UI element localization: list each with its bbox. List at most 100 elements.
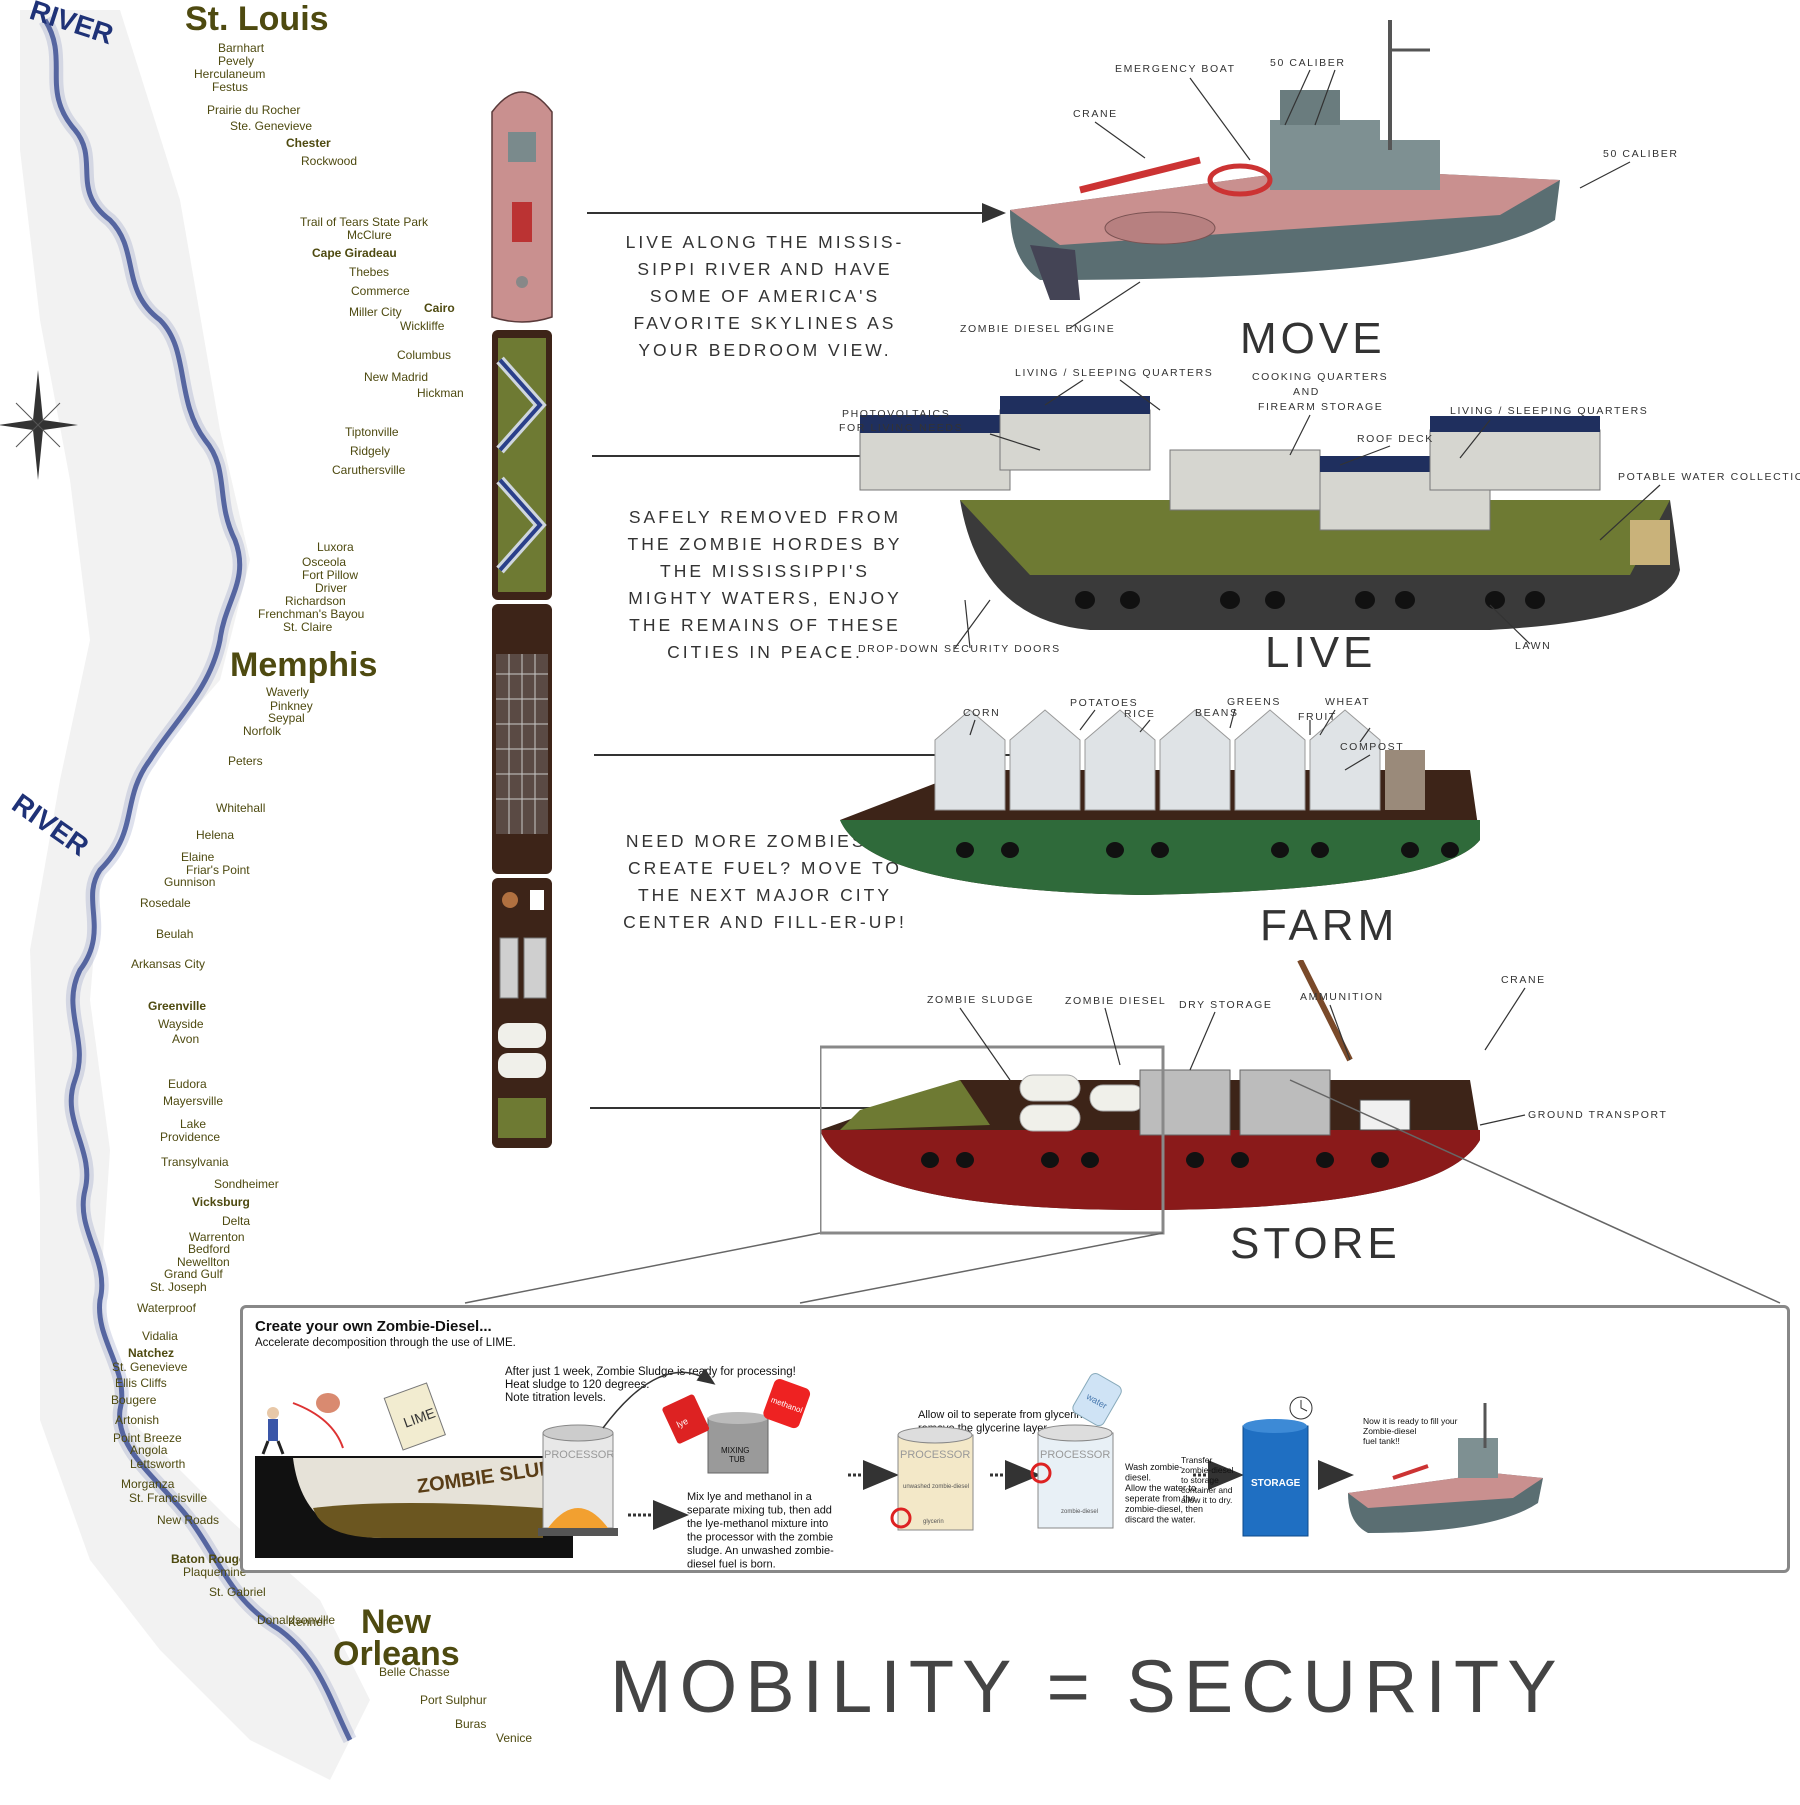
callout-label: LIVING / SLEEPING QUARTERS	[1450, 405, 1648, 417]
city-label: Caruthersville	[332, 463, 406, 477]
city-label: Bedford	[188, 1242, 230, 1256]
leader-line	[969, 719, 976, 736]
leader-line	[1359, 727, 1371, 743]
callout-label: LAWN	[1515, 640, 1551, 652]
city-label: Miller City	[349, 305, 402, 319]
city-label: Avon	[172, 1032, 199, 1046]
leader-line	[1319, 709, 1336, 736]
section-titles: Move Live Farm Store	[1230, 320, 1401, 1268]
city-label: St. Joseph	[150, 1280, 207, 1294]
title-move: Move	[1240, 320, 1386, 363]
leader-line	[1189, 77, 1251, 161]
leader-line	[1094, 121, 1146, 159]
city-label: Angola	[130, 1443, 168, 1457]
callout-label: FRUIT	[1298, 711, 1337, 723]
paragraph-line: cities in peace.	[667, 642, 863, 662]
city-label: Cairo	[424, 301, 455, 315]
leader-line	[1479, 1114, 1526, 1126]
leader-line	[1284, 69, 1311, 126]
water-jug-icon: water	[1072, 1373, 1122, 1427]
diesel-panel-canvas: Create your own Zombie-Diesel... Acceler…	[255, 1318, 1543, 1571]
callout-label: POTABLE WATER COLLECTION	[1618, 471, 1800, 483]
city-label: Delta	[222, 1214, 250, 1228]
step-line: Mix lye and methanol in a	[687, 1491, 813, 1503]
paragraph-line: Need more Zombies to	[626, 831, 904, 851]
city-label: Providence	[160, 1130, 220, 1144]
paragraph-line: the next major city	[638, 885, 892, 905]
city-label: New Madrid	[364, 370, 428, 384]
no-symbol-icon-2	[1030, 1462, 1052, 1484]
step1-text: After just 1 week, Zombie Sludge is read…	[505, 1366, 796, 1404]
svg-text:zombie-diesel: zombie-diesel	[1061, 1509, 1098, 1515]
clock-icon	[1289, 1396, 1313, 1420]
step-line: Allow oil to seperate from glycerin and	[918, 1409, 1104, 1421]
callout-label: EMERGENCY BOAT	[1115, 63, 1236, 75]
callout-label: CRANE	[1073, 108, 1118, 120]
city-label: Plaquemine	[183, 1565, 247, 1579]
city-label: Sondheimer	[214, 1177, 279, 1191]
city-label: Festus	[212, 80, 248, 94]
title-store: Store	[1230, 1219, 1401, 1268]
intro-paragraphs: Live along the Missis-sippi River and ha…	[623, 232, 904, 932]
leader-line	[1044, 379, 1084, 406]
mini-tugboat	[1348, 1403, 1543, 1533]
paragraph-line: the Mississippi's	[660, 561, 870, 581]
city-label: Elaine	[181, 850, 215, 864]
live-barge	[859, 396, 1680, 630]
step-line: discard the water.	[1125, 1515, 1196, 1525]
leader-line	[989, 433, 1041, 451]
leader-line	[1489, 604, 1531, 645]
mississippi-river	[42, 18, 353, 1742]
city-label: Eudora	[168, 1077, 207, 1091]
city-label: Osceola	[302, 555, 346, 569]
callout-label: 50 CALIBER	[1270, 57, 1346, 69]
leader-line	[1344, 754, 1371, 771]
slogan: Mobility = Security	[610, 1645, 1565, 1728]
step4-text: Wash zombie-diesel.Allow the water tosep…	[1125, 1462, 1203, 1525]
callout-label: COMPOST	[1340, 741, 1404, 753]
city-label: Columbus	[397, 348, 451, 362]
step-line: diesel.	[1125, 1473, 1151, 1483]
brain-icon	[316, 1393, 340, 1413]
zoom-lines	[464, 1079, 1781, 1304]
step6-text: Now it is ready to fill yourZombie-diese…	[1363, 1416, 1458, 1446]
svg-text:STORAGE: STORAGE	[1251, 1478, 1301, 1489]
city-label: Transylvania	[161, 1155, 229, 1169]
city-label: Ridgely	[350, 444, 390, 458]
callout-label: LIVING / SLEEPING QUARTERS	[1015, 367, 1213, 379]
svg-text:PROCESSOR: PROCESSOR	[1040, 1449, 1110, 1461]
city-label: Waverly	[266, 685, 309, 699]
leader-line	[1579, 161, 1631, 189]
callout-label: PHOTOVOLTAICS	[842, 408, 950, 420]
paragraph-line: favorite skylines as	[634, 313, 897, 333]
city-label: Vidalia	[142, 1329, 178, 1343]
step-line: zombie-diesel, then	[1125, 1504, 1203, 1514]
city-label: Rosedale	[140, 896, 191, 910]
city-label: Warrenton	[189, 1230, 245, 1244]
leader-line	[1189, 1011, 1216, 1071]
city-label: Cape Giradeau	[312, 246, 397, 260]
paragraph-1: Live along the Missis-sippi River and ha…	[626, 232, 902, 360]
city-label: Orleans	[333, 1635, 460, 1673]
farm-barge	[840, 709, 1480, 895]
paragraph-line: sippi River and have	[637, 259, 892, 279]
step-line: seperate from the	[1125, 1494, 1196, 1504]
city-label: Herculaneum	[194, 67, 265, 81]
storage-barrel: STORAGE	[1242, 1419, 1309, 1537]
svg-text:TUB: TUB	[729, 1455, 745, 1464]
city-label: Luxora	[317, 540, 354, 554]
city-label: Belle Chasse	[379, 1665, 450, 1679]
farm-plan	[492, 604, 552, 874]
svg-text:unwashed zombie-diesel: unwashed zombie-diesel	[903, 1484, 969, 1490]
city-label: Ellis Cliffs	[115, 1376, 167, 1390]
city-label: Kenner	[288, 1615, 327, 1629]
leader-line	[1329, 1004, 1351, 1061]
svg-text:MIXING: MIXING	[721, 1446, 749, 1455]
leader-line	[1079, 709, 1096, 731]
city-label: Driver	[315, 581, 347, 595]
leader-line	[1459, 419, 1491, 459]
